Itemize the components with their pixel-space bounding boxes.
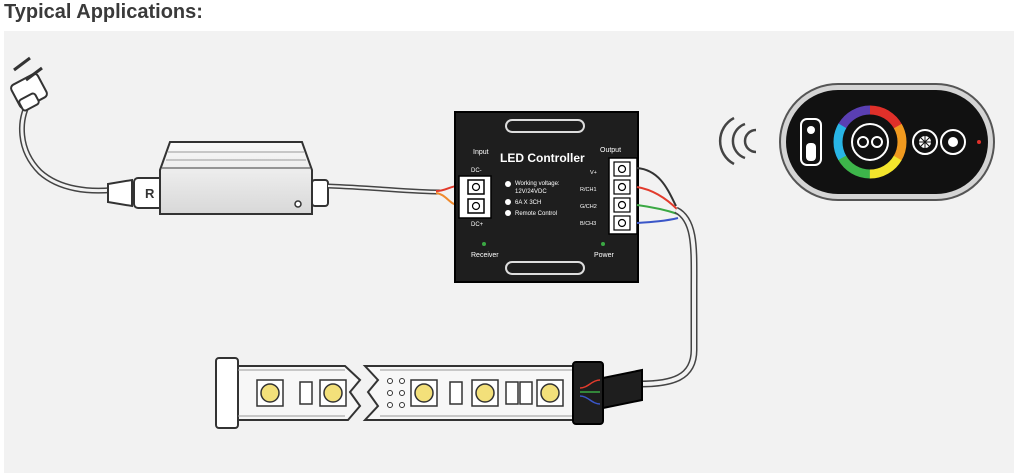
spec-current: 6A X 3CH	[515, 200, 541, 206]
power-plug-icon	[10, 56, 113, 194]
output-label: Output	[600, 147, 621, 154]
spec-working-voltage: Working voltage:	[515, 181, 560, 187]
output-vplus-label: V+	[590, 170, 597, 176]
page-title: Typical Applications:	[4, 1, 203, 23]
brightness-button-icon	[912, 129, 938, 155]
controller-title: LED Controller	[500, 151, 585, 165]
output-wire-green	[636, 204, 679, 215]
led-controller-icon: Input DC- DC+ LED Controller Working vol…	[454, 111, 639, 283]
receiver-label: Receiver	[471, 252, 499, 259]
led-chip	[471, 379, 499, 407]
remote-indicator-led	[977, 140, 981, 144]
resistor	[519, 381, 533, 405]
power-supply-icon: R	[107, 141, 441, 215]
input-label: Input	[473, 149, 489, 156]
spec-voltage-value: 12V/24VDC	[515, 189, 547, 195]
svg-text:R: R	[145, 186, 155, 201]
output-wire-vplus	[636, 167, 677, 207]
output-wire-red	[636, 186, 679, 211]
mode-button-icon	[940, 129, 966, 155]
resistor	[505, 381, 519, 405]
led-strip-icon	[215, 357, 643, 429]
strip-cable	[639, 206, 698, 388]
output-ch3-label: B/CH3	[580, 221, 596, 227]
touch-remote-icon	[779, 83, 995, 201]
led-chip	[319, 379, 347, 407]
dc-neg-label: DC-	[471, 168, 482, 174]
output-ch2-label: G/CH2	[580, 204, 597, 210]
spec-remote: Remote Control	[515, 211, 557, 217]
led-chip	[410, 379, 438, 407]
color-wheel-icon	[833, 105, 907, 179]
resistor	[449, 381, 463, 405]
dc-pos-label: DC+	[471, 222, 484, 228]
led-chip	[256, 379, 284, 407]
output-ch1-label: R/CH1	[580, 187, 597, 193]
led-chip	[536, 379, 564, 407]
wireless-signal-icon	[718, 116, 757, 166]
power-label: Power	[594, 252, 615, 259]
resistor	[299, 381, 313, 405]
output-wire-blue	[636, 217, 679, 224]
